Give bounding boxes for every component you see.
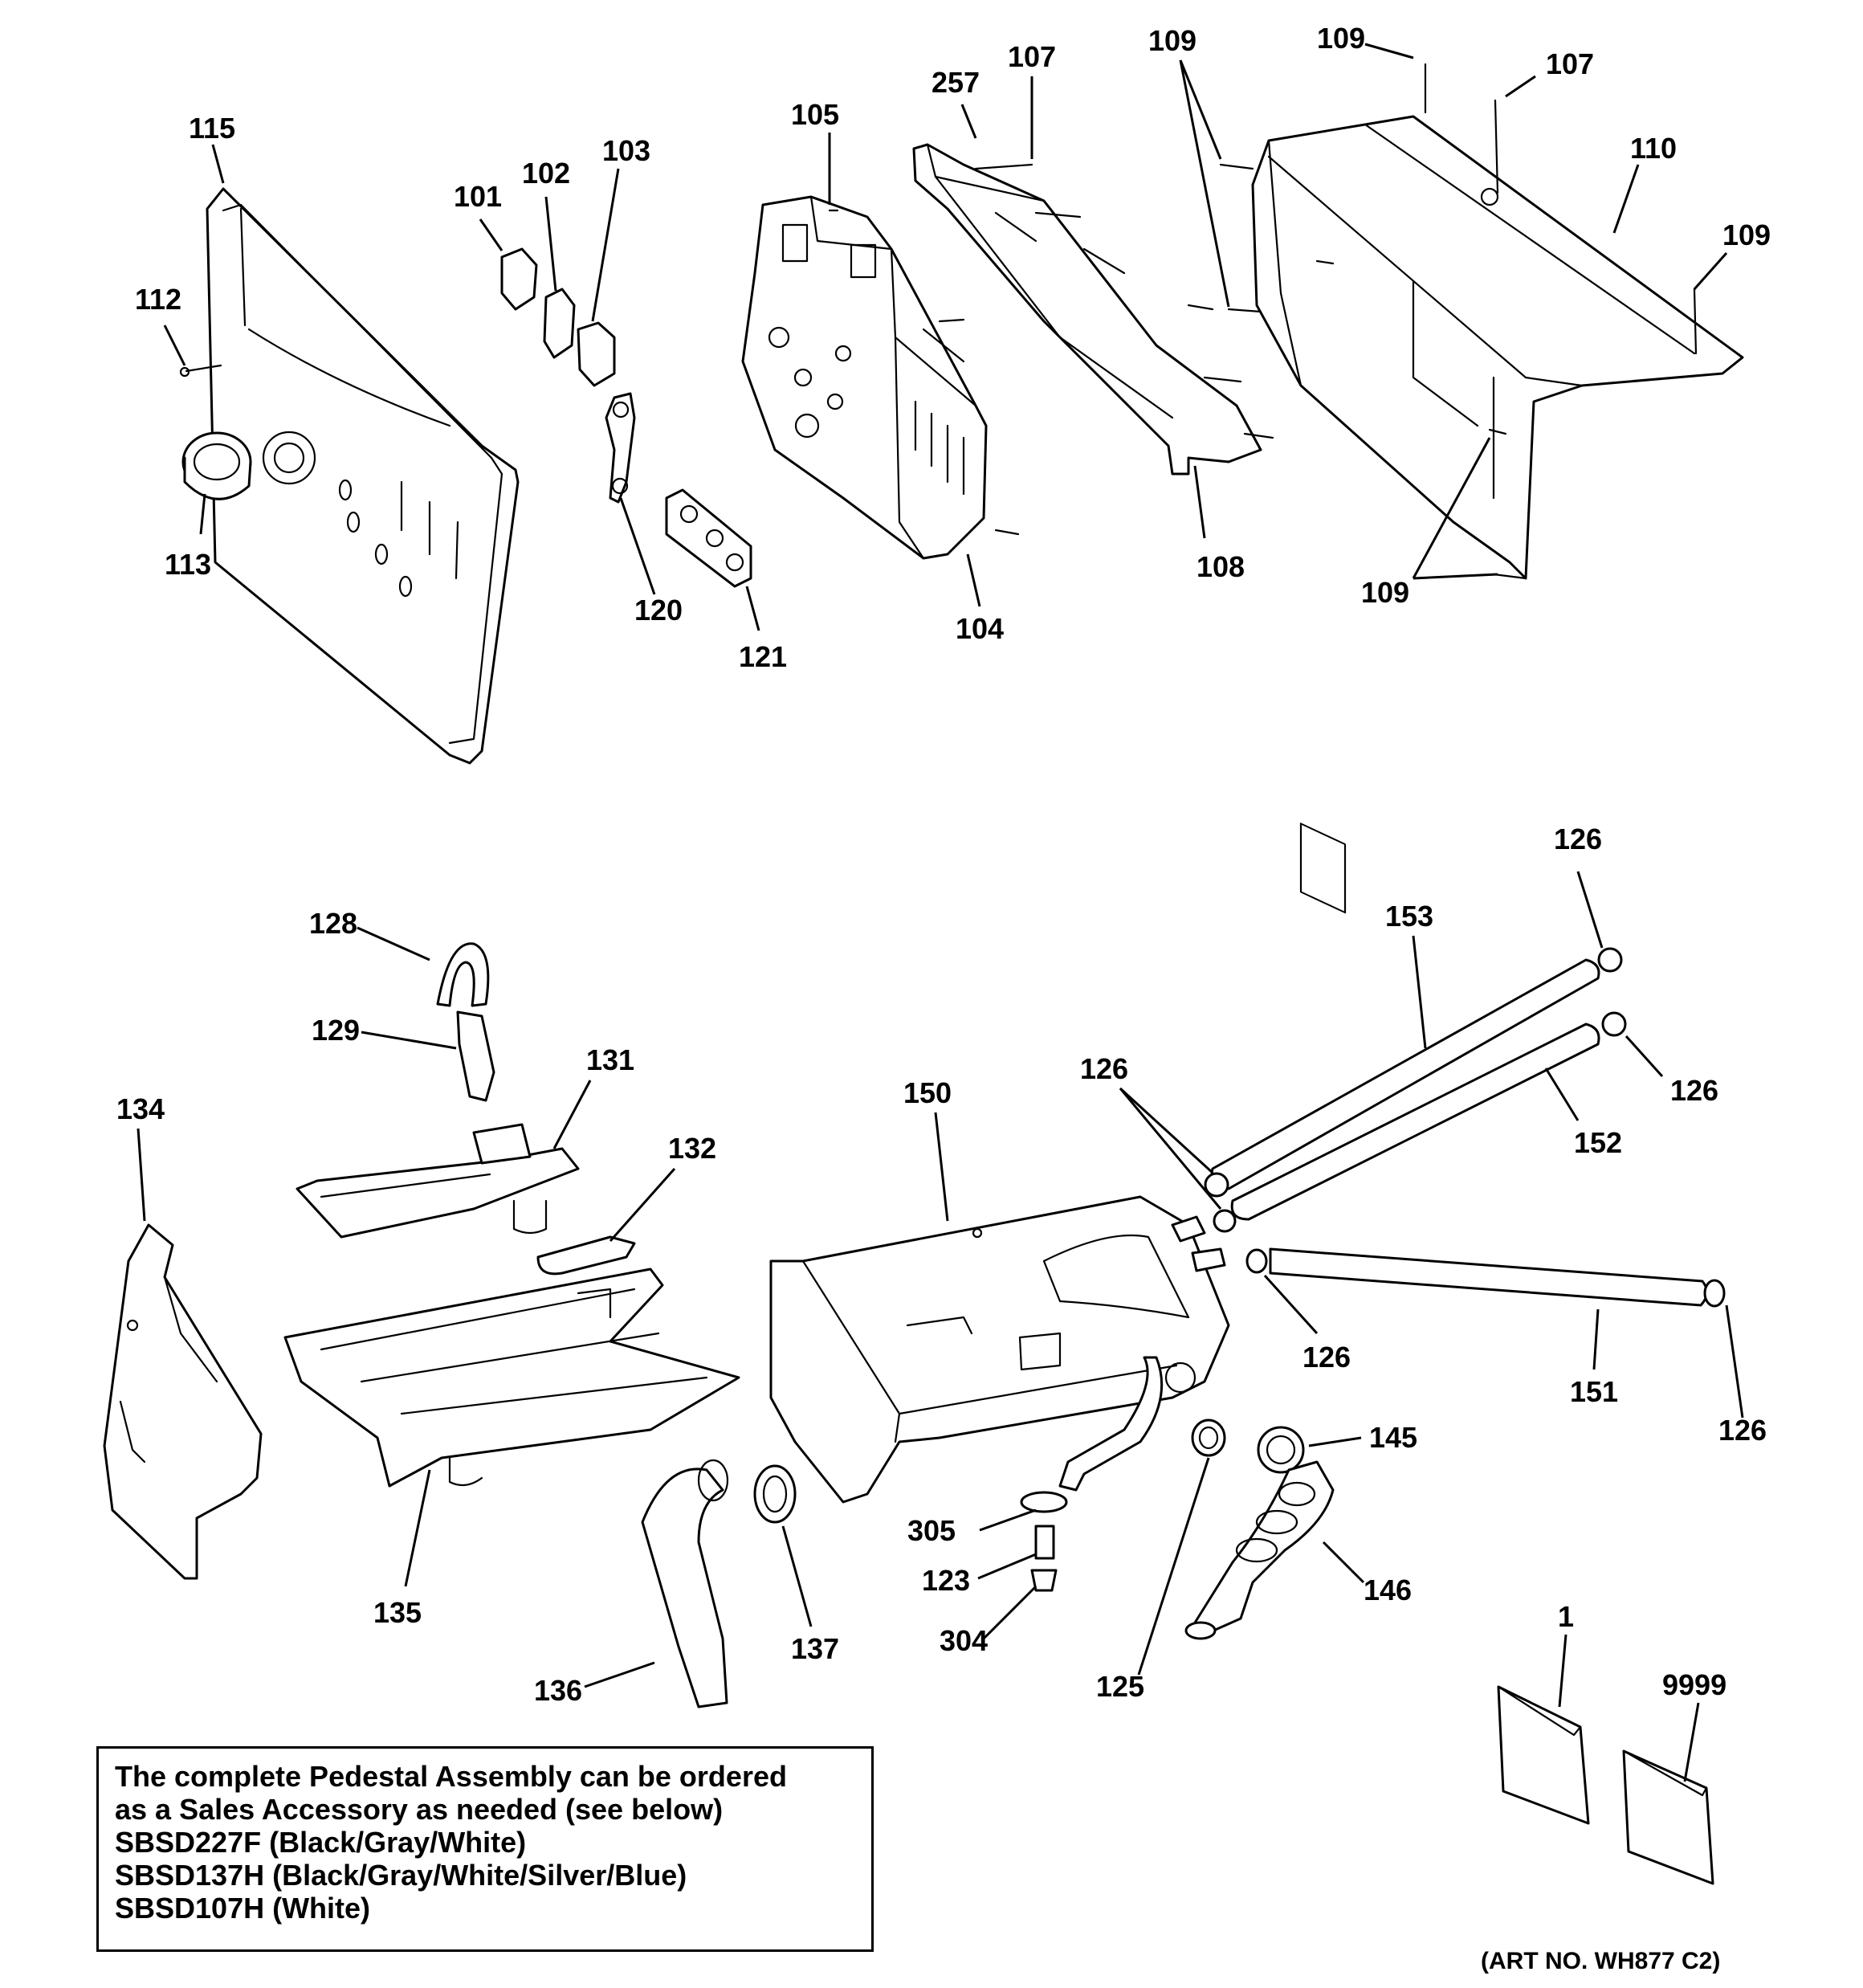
callout-123: 123 xyxy=(922,1564,970,1597)
callout-126-a: 126 xyxy=(1080,1052,1128,1085)
documents-part xyxy=(1497,1685,1714,1885)
hose-clamps-part xyxy=(1191,947,1726,1474)
drain-hose-part xyxy=(1184,1460,1335,1640)
callout-126-c: 126 xyxy=(1670,1074,1718,1107)
callout-136: 136 xyxy=(534,1674,582,1707)
callout-109-a: 109 xyxy=(1148,24,1196,57)
callout-129: 129 xyxy=(312,1014,360,1047)
callout-151: 151 xyxy=(1570,1375,1618,1408)
hoses-part xyxy=(1210,958,1708,1307)
callout-126-e: 126 xyxy=(1718,1414,1767,1447)
callout-113: 113 xyxy=(165,548,211,581)
callout-121: 121 xyxy=(739,640,787,673)
callout-115: 115 xyxy=(189,112,235,145)
callout-134: 134 xyxy=(116,1092,165,1125)
callout-109-c: 109 xyxy=(1722,218,1771,251)
callout-257: 257 xyxy=(932,66,980,99)
note-line-4: SBSD137H (Black/Gray/White/Silver/Blue) xyxy=(115,1859,687,1892)
fill-hose-part xyxy=(641,1459,797,1708)
art-number: (ART NO. WH877 C2) xyxy=(1481,1948,1721,1974)
top-bracket-part xyxy=(1219,63,1744,914)
callout-9999: 9999 xyxy=(1662,1668,1726,1701)
switch-components xyxy=(500,247,752,588)
side-trim-part xyxy=(103,1223,263,1580)
callout-126-b: 126 xyxy=(1554,823,1602,855)
callout-102: 102 xyxy=(522,157,570,190)
callout-105: 105 xyxy=(791,98,839,131)
note-line-2: as a Sales Accessory as needed (see belo… xyxy=(115,1793,724,1826)
callout-107-b: 107 xyxy=(1546,47,1594,80)
dispenser-housing-part xyxy=(283,1268,740,1488)
siphon-clip-part xyxy=(436,942,495,1102)
callout-109-d: 109 xyxy=(1361,576,1409,609)
callout-305: 305 xyxy=(907,1514,956,1547)
callout-110: 110 xyxy=(1630,132,1677,165)
callout-104: 104 xyxy=(956,612,1004,645)
note-line-5: SBSD107H (White) xyxy=(115,1892,371,1925)
lever-part xyxy=(536,1235,636,1276)
callout-120: 120 xyxy=(634,594,683,627)
callout-132: 132 xyxy=(668,1132,716,1165)
callout-labels: 115 112 113 101 102 103 120 121 105 104 … xyxy=(116,22,1771,1707)
dispenser-cover-part xyxy=(296,1123,580,1239)
callout-145: 145 xyxy=(1369,1421,1417,1454)
callout-146: 146 xyxy=(1364,1574,1412,1606)
leader-lines xyxy=(137,43,1744,1782)
callout-152: 152 xyxy=(1574,1126,1622,1159)
callout-108: 108 xyxy=(1196,550,1245,583)
callout-107-a: 107 xyxy=(1008,40,1056,73)
callout-304: 304 xyxy=(940,1624,988,1657)
pedestal-note-box: The complete Pedestal Assembly can be or… xyxy=(96,1746,874,1952)
callout-1: 1 xyxy=(1558,1600,1574,1633)
control-panel-part xyxy=(179,187,520,765)
callout-128: 128 xyxy=(309,907,357,940)
callout-150: 150 xyxy=(903,1076,952,1109)
tub-part xyxy=(769,1195,1230,1592)
callout-126-d: 126 xyxy=(1302,1341,1351,1374)
callout-125: 125 xyxy=(1096,1670,1144,1703)
control-board-part xyxy=(741,195,1020,560)
mount-bracket-part xyxy=(912,143,1274,476)
callout-153: 153 xyxy=(1385,900,1433,933)
callout-135: 135 xyxy=(373,1596,422,1629)
note-line-3: SBSD227F (Black/Gray/White) xyxy=(115,1826,527,1859)
note-line-1: The complete Pedestal Assembly can be or… xyxy=(115,1760,787,1793)
callout-101: 101 xyxy=(454,180,502,213)
callout-137: 137 xyxy=(791,1632,839,1665)
callout-131: 131 xyxy=(586,1043,634,1076)
callout-103: 103 xyxy=(602,134,650,167)
callout-112: 112 xyxy=(135,283,181,316)
callout-109-b: 109 xyxy=(1317,22,1365,55)
